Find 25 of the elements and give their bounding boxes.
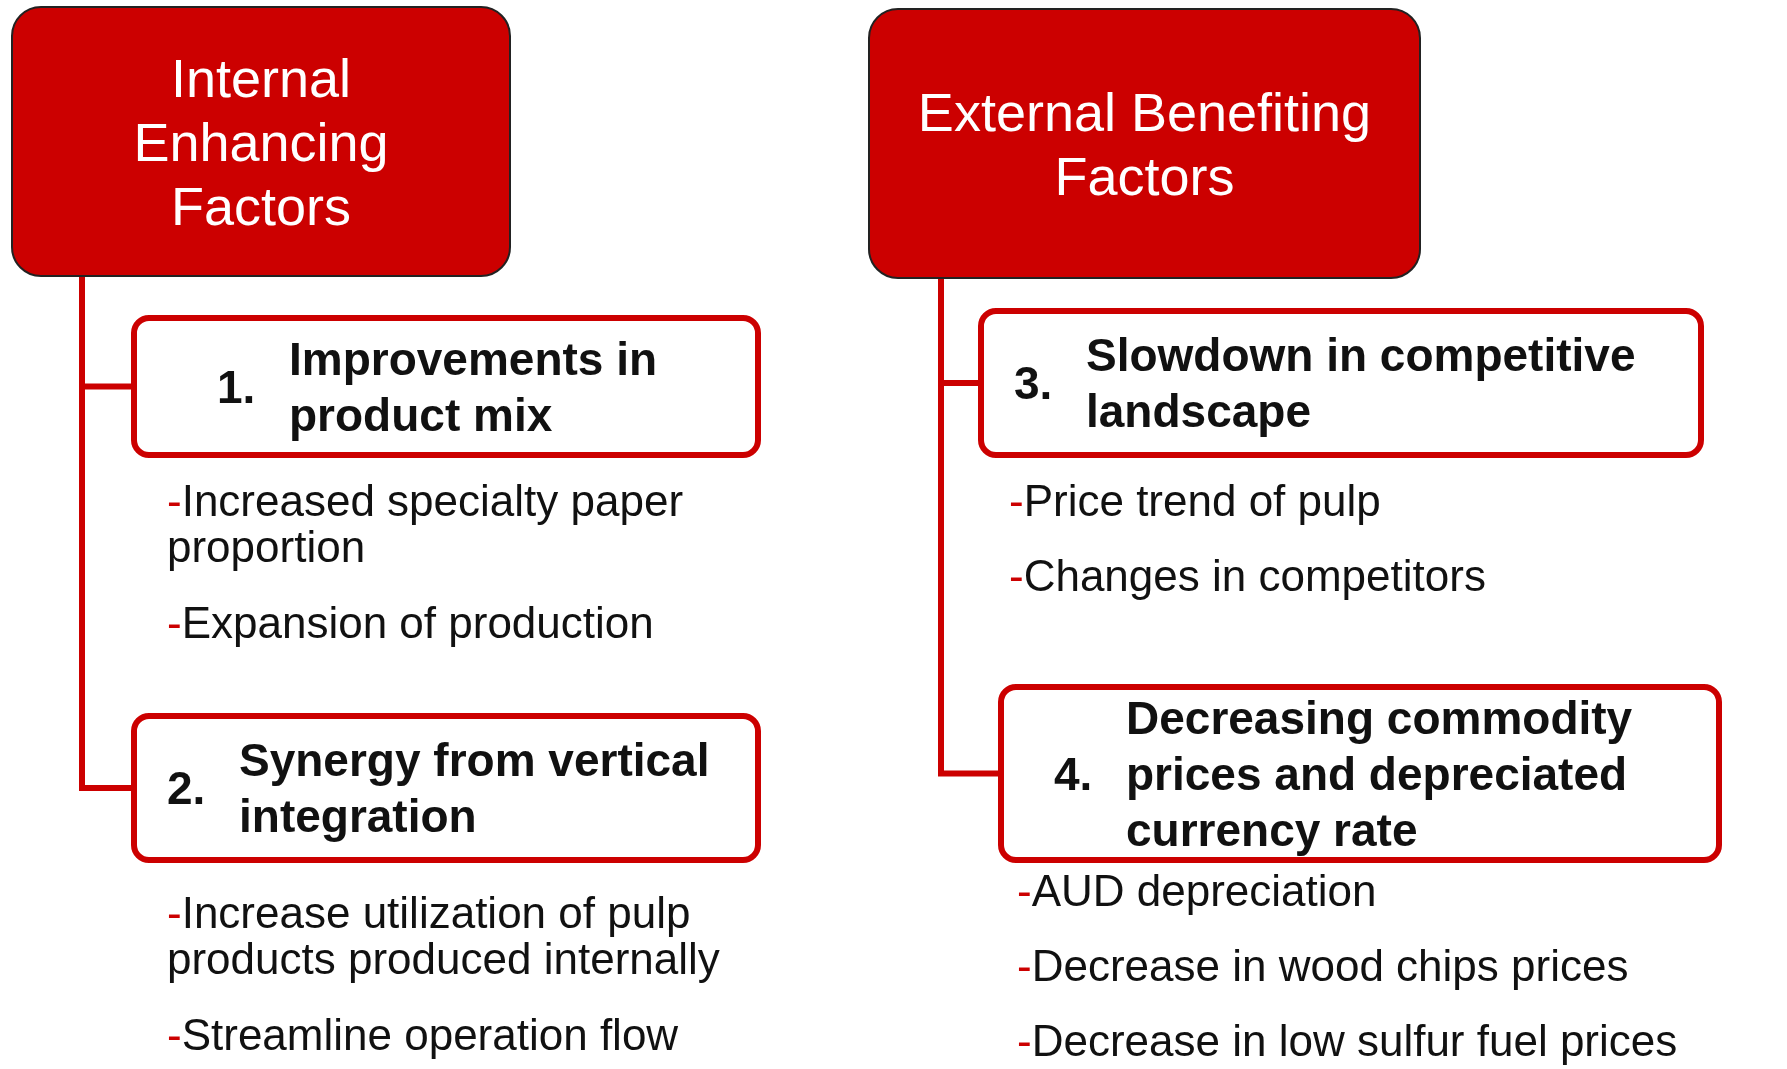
bullet-text: -Price trend of pulp (1009, 478, 1382, 524)
connector-line (938, 279, 998, 777)
item-number: 1. (217, 359, 257, 415)
item-number: 3. (1014, 356, 1054, 411)
bullet-text: -Decrease in wood chips prices (1017, 943, 1630, 989)
item-number: 2. (167, 761, 207, 816)
category-header: External Benefiting Factors (868, 8, 1421, 279)
bullet-text: -AUD depreciation (1017, 868, 1378, 914)
bullet-text: -Expansion of production (167, 600, 655, 646)
connector-line (79, 277, 131, 791)
factor-title: Improvements in product mix (289, 331, 659, 443)
category-header: Internal Enhancing Factors (11, 6, 511, 277)
bullet-text: -Streamline operation flow (167, 1012, 680, 1058)
factor-box (131, 315, 761, 458)
factor-box (131, 713, 761, 863)
bullet-text: -Increase utilization of pulp products produced internally (167, 890, 721, 982)
factor-box (978, 308, 1704, 458)
bullet-text: -Decrease in low sulfur fuel prices (1017, 1018, 1679, 1064)
factor-box (998, 684, 1722, 863)
item-number: 4. (1054, 746, 1094, 802)
factor-title: Slowdown in competitive landscape (1086, 328, 1637, 439)
factor-title: Synergy from vertical integration (239, 733, 711, 844)
bullet-text: -Increased specialty paper proportion (167, 478, 685, 570)
factor-title: Decreasing commodity prices and depreciated currency rate (1126, 690, 1634, 858)
bullet-text: -Changes in competitors (1009, 553, 1487, 599)
